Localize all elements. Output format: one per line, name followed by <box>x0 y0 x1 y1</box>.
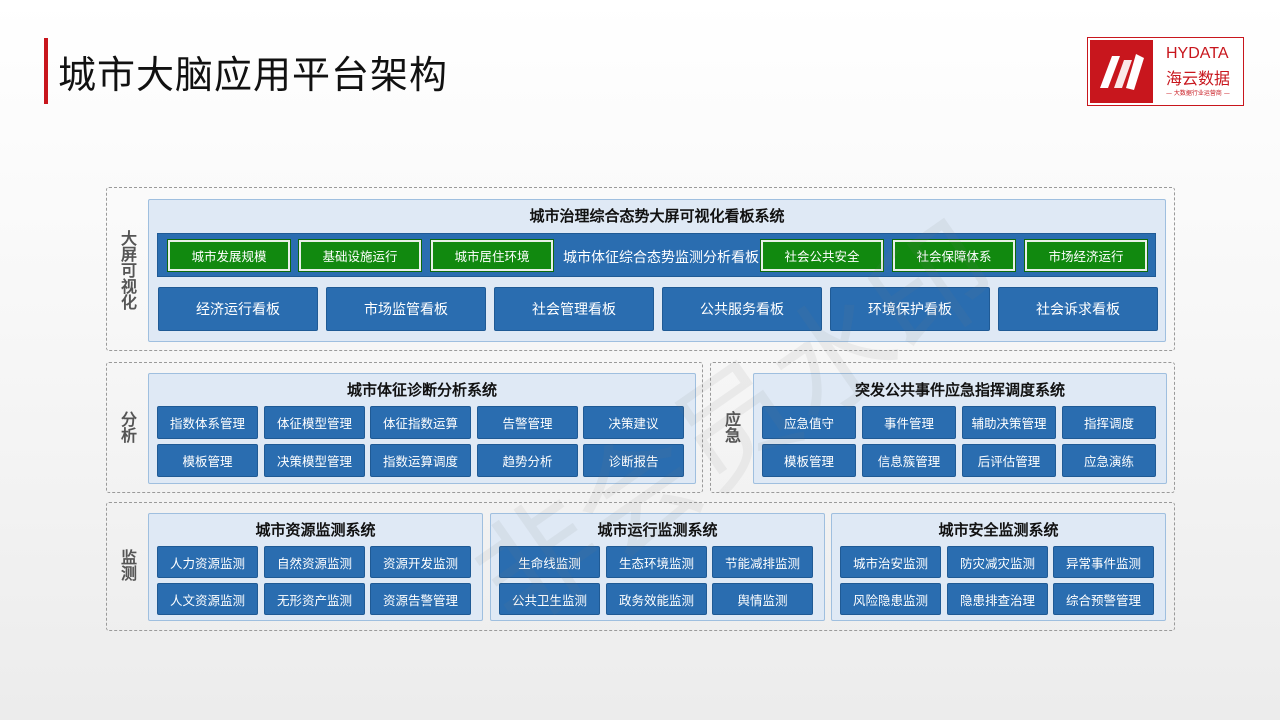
board-item[interactable]: 环境保护看板 <box>830 287 990 331</box>
green-item[interactable]: 市场经济运行 <box>1024 239 1148 272</box>
monitor-item[interactable]: 人力资源监测 <box>157 546 258 578</box>
board-item[interactable]: 社会诉求看板 <box>998 287 1158 331</box>
emergency-item[interactable]: 模板管理 <box>762 444 856 477</box>
monitor-item[interactable]: 资源开发监测 <box>370 546 471 578</box>
logo-mark-icon <box>1090 40 1153 103</box>
section-screen-visualization: 大屏可视化 城市治理综合态势大屏可视化看板系统 城市发展规模 基础设施运行 城市… <box>106 187 1175 351</box>
monitor-item[interactable]: 生命线监测 <box>499 546 600 578</box>
monitor-strip-label: 城市体征综合态势监测分析看板 <box>563 250 759 266</box>
board-item[interactable]: 社会管理看板 <box>494 287 654 331</box>
monitor-item[interactable]: 综合预警管理 <box>1053 583 1154 615</box>
panel-operation-monitor: 城市运行监测系统 生命线监测 生态环境监测 节能减排监测 公共卫生监测 政务效能… <box>490 513 825 621</box>
analysis-item[interactable]: 体征指数运算 <box>370 406 471 439</box>
emergency-item[interactable]: 信息簇管理 <box>862 444 956 477</box>
green-item[interactable]: 基础设施运行 <box>298 239 422 272</box>
section-label-analysis: 分析 <box>118 411 137 443</box>
section-emergency: 应急 突发公共事件应急指挥调度系统 应急值守 事件管理 辅助决策管理 指挥调度 … <box>710 362 1175 493</box>
section-label-screen: 大屏可视化 <box>118 230 137 310</box>
section-label-emergency: 应急 <box>722 411 741 443</box>
panel-title-emergency: 突发公共事件应急指挥调度系统 <box>854 381 1065 399</box>
emergency-item[interactable]: 应急值守 <box>762 406 856 439</box>
panel-emergency: 突发公共事件应急指挥调度系统 应急值守 事件管理 辅助决策管理 指挥调度 模板管… <box>753 373 1167 484</box>
logo-english: HYDATA <box>1166 45 1229 62</box>
analysis-item[interactable]: 趋势分析 <box>477 444 578 477</box>
monitor-item[interactable]: 自然资源监测 <box>264 546 365 578</box>
hydata-logo: HYDATA 海云数据 — 大数据行业运营商 — <box>1087 37 1244 106</box>
section-monitoring: 监测 城市资源监测系统 人力资源监测 自然资源监测 资源开发监测 人文资源监测 … <box>106 502 1175 631</box>
green-item[interactable]: 城市居住环境 <box>430 239 554 272</box>
section-analysis: 分析 城市体征诊断分析系统 指数体系管理 体征模型管理 体征指数运算 告警管理 … <box>106 362 703 493</box>
monitor-item[interactable]: 无形资产监测 <box>264 583 365 615</box>
emergency-item[interactable]: 后评估管理 <box>962 444 1056 477</box>
monitor-item[interactable]: 隐患排查治理 <box>947 583 1048 615</box>
green-item[interactable]: 社会公共安全 <box>760 239 884 272</box>
panel-title-operation: 城市运行监测系统 <box>597 521 718 539</box>
logo-tagline: — 大数据行业运营商 — <box>1166 90 1230 97</box>
green-item[interactable]: 城市发展规模 <box>167 239 291 272</box>
monitor-item[interactable]: 风险隐患监测 <box>840 583 941 615</box>
green-item[interactable]: 社会保障体系 <box>892 239 1016 272</box>
board-item[interactable]: 公共服务看板 <box>662 287 822 331</box>
monitor-item[interactable]: 城市治安监测 <box>840 546 941 578</box>
analysis-item[interactable]: 决策建议 <box>583 406 684 439</box>
monitor-item[interactable]: 政务效能监测 <box>606 583 707 615</box>
emergency-item[interactable]: 应急演练 <box>1062 444 1156 477</box>
emergency-item[interactable]: 辅助决策管理 <box>962 406 1056 439</box>
monitor-item[interactable]: 节能减排监测 <box>712 546 813 578</box>
monitor-item[interactable]: 异常事件监测 <box>1053 546 1154 578</box>
monitor-item[interactable]: 生态环境监测 <box>606 546 707 578</box>
analysis-item[interactable]: 告警管理 <box>477 406 578 439</box>
board-item[interactable]: 经济运行看板 <box>158 287 318 331</box>
panel-title-resource: 城市资源监测系统 <box>255 521 376 539</box>
monitor-item[interactable]: 资源告警管理 <box>370 583 471 615</box>
panel-analysis: 城市体征诊断分析系统 指数体系管理 体征模型管理 体征指数运算 告警管理 决策建… <box>148 373 696 484</box>
panel-title-screen: 城市治理综合态势大屏可视化看板系统 <box>529 207 785 225</box>
monitor-item[interactable]: 防灾减灾监测 <box>947 546 1048 578</box>
section-label-monitoring: 监测 <box>118 549 137 581</box>
panel-screen-dashboard: 城市治理综合态势大屏可视化看板系统 城市发展规模 基础设施运行 城市居住环境 城… <box>148 199 1166 342</box>
analysis-item[interactable]: 模板管理 <box>157 444 258 477</box>
title-accent-bar <box>44 38 48 104</box>
logo-chinese: 海云数据 <box>1166 69 1231 88</box>
board-item[interactable]: 市场监管看板 <box>326 287 486 331</box>
page-title: 城市大脑应用平台架构 <box>58 53 449 97</box>
analysis-item[interactable]: 指数体系管理 <box>157 406 258 439</box>
panel-safety-monitor: 城市安全监测系统 城市治安监测 防灾减灾监测 异常事件监测 风险隐患监测 隐患排… <box>831 513 1166 621</box>
emergency-item[interactable]: 指挥调度 <box>1062 406 1156 439</box>
monitor-item[interactable]: 舆情监测 <box>712 583 813 615</box>
emergency-item[interactable]: 事件管理 <box>862 406 956 439</box>
panel-title-safety: 城市安全监测系统 <box>938 521 1059 539</box>
panel-resource-monitor: 城市资源监测系统 人力资源监测 自然资源监测 资源开发监测 人文资源监测 无形资… <box>148 513 483 621</box>
analysis-item[interactable]: 体征模型管理 <box>264 406 365 439</box>
analysis-item[interactable]: 决策模型管理 <box>264 444 365 477</box>
analysis-item[interactable]: 指数运算调度 <box>370 444 471 477</box>
monitor-item[interactable]: 公共卫生监测 <box>499 583 600 615</box>
monitor-item[interactable]: 人文资源监测 <box>157 583 258 615</box>
panel-title-analysis: 城市体征诊断分析系统 <box>346 381 497 399</box>
analysis-item[interactable]: 诊断报告 <box>583 444 684 477</box>
